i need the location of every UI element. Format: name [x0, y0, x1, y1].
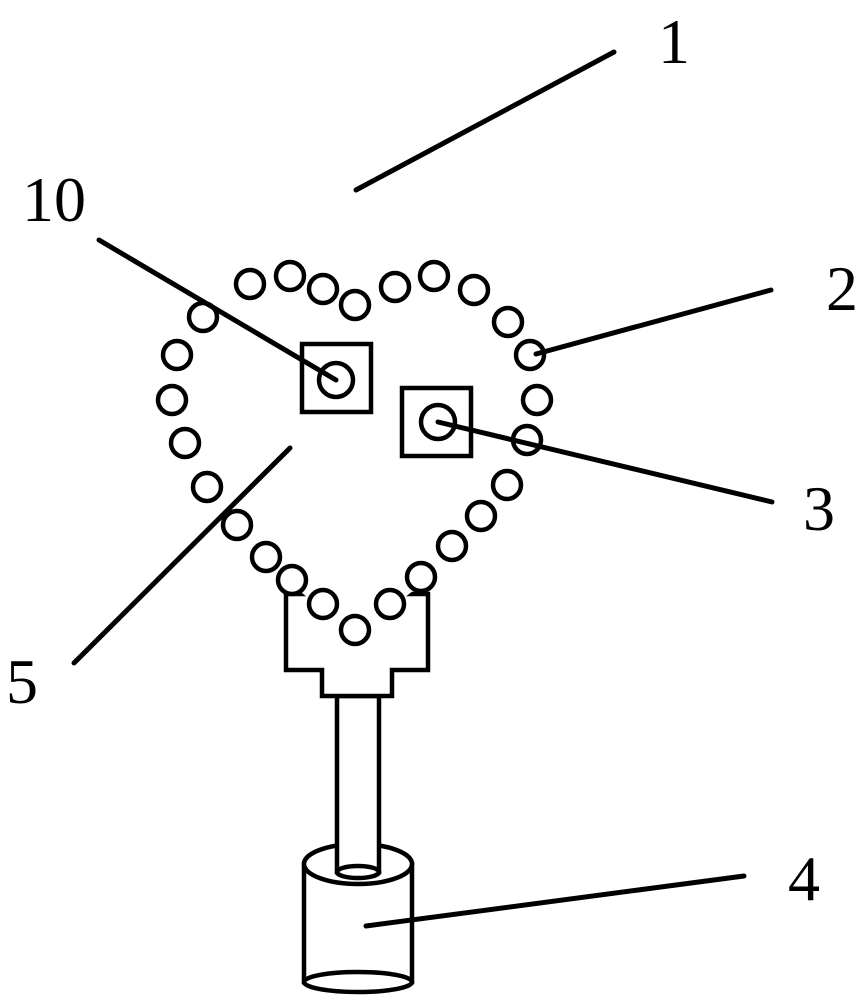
label-10: 10: [22, 164, 86, 235]
bead: [378, 270, 412, 304]
bead: [373, 587, 407, 621]
bead: [220, 508, 254, 542]
stem: [334, 693, 382, 881]
labels: 1 10 2 3 5 4: [6, 6, 858, 914]
bead: [168, 426, 202, 460]
leader-lines: [71, 49, 775, 929]
leader-4: [363, 873, 747, 929]
leader-5: [71, 445, 293, 666]
leader-10: [96, 237, 339, 383]
leader-1: [353, 49, 617, 193]
bead: [490, 468, 524, 502]
bead: [417, 259, 451, 293]
module-3: [399, 385, 474, 459]
label-5: 5: [6, 646, 38, 717]
label-4: 4: [788, 843, 820, 914]
label-1: 1: [658, 6, 690, 77]
bead: [520, 383, 554, 417]
bead: [464, 499, 498, 533]
bead: [249, 540, 283, 574]
bead: [491, 305, 525, 339]
bead: [275, 563, 309, 597]
label-3: 3: [803, 473, 835, 544]
bead: [273, 259, 307, 293]
bead: [338, 288, 372, 322]
leader-2: [533, 287, 774, 357]
bead: [233, 267, 267, 301]
bead: [160, 338, 194, 372]
bead: [435, 529, 469, 563]
label-2: 2: [826, 253, 858, 324]
bead-chain: [155, 259, 554, 647]
bead: [190, 470, 224, 504]
bead: [338, 613, 372, 647]
bead: [513, 338, 547, 372]
bead: [457, 273, 491, 307]
bead: [404, 560, 438, 594]
bead: [155, 383, 189, 417]
bead: [306, 272, 340, 306]
bead: [306, 587, 340, 621]
leader-3: [435, 419, 775, 505]
